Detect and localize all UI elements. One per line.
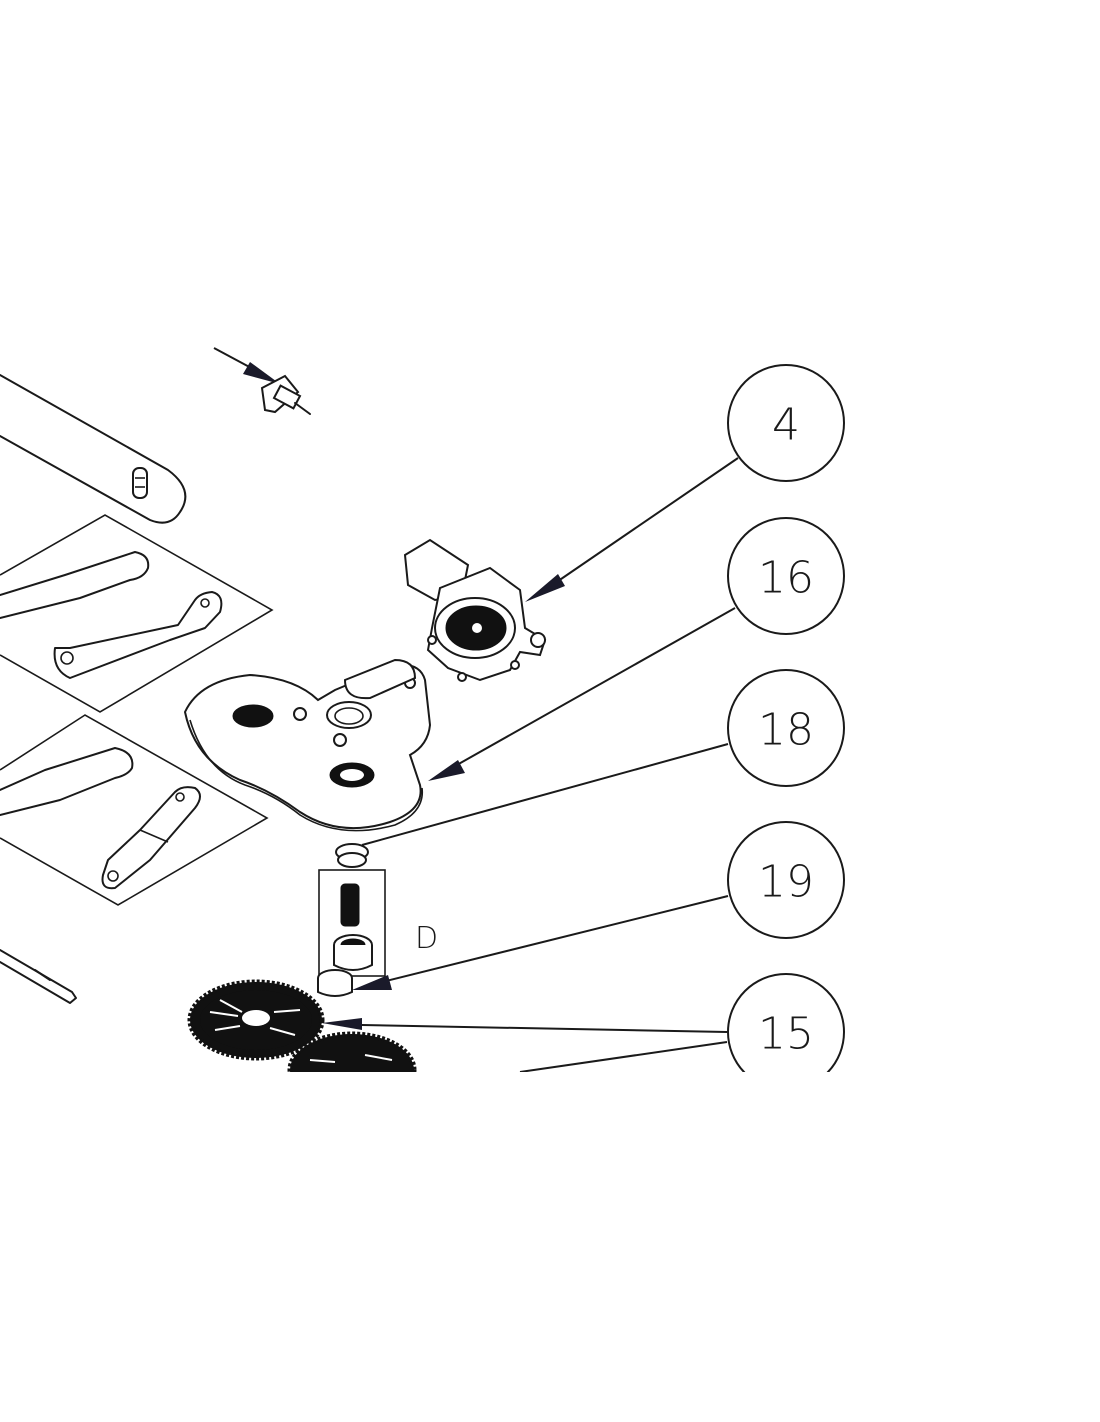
detail-label-d: D: [415, 921, 438, 956]
callout-16-label: 16: [758, 553, 814, 604]
connector-plug: [213, 347, 311, 415]
callout-4-label: 4: [772, 400, 800, 451]
callout-4[interactable]: 4: [727, 364, 845, 482]
callout-19[interactable]: 19: [727, 821, 845, 939]
linkage-arms-upper: [0, 514, 274, 713]
callout-18-label: 18: [758, 705, 814, 756]
small-pinion-gear: [317, 969, 353, 997]
linkage-arms-lower: [0, 714, 269, 906]
push-pin-clip: [132, 467, 148, 499]
motor-gearbox-assembly: [403, 538, 547, 682]
gearbox-cover: [183, 658, 432, 832]
callout-15[interactable]: 15: [727, 973, 845, 1090]
large-spur-gear-1: [187, 979, 325, 1061]
leader-19: [352, 895, 729, 990]
leader-18: [361, 743, 729, 846]
detail-box-d: D: [318, 869, 438, 977]
shaft-rod: [0, 949, 77, 1004]
callout-15-label: 15: [758, 1009, 814, 1060]
callout-19-label: 19: [758, 857, 814, 908]
spring-washer: [335, 843, 369, 868]
leader-4: [525, 457, 739, 602]
callout-18[interactable]: 18: [727, 669, 845, 787]
leader-15: [322, 1018, 728, 1072]
wiper-arm-blade: [0, 374, 187, 524]
large-spur-gear-2: [287, 1031, 417, 1072]
leader-16: [428, 607, 736, 781]
callout-16[interactable]: 16: [727, 517, 845, 635]
